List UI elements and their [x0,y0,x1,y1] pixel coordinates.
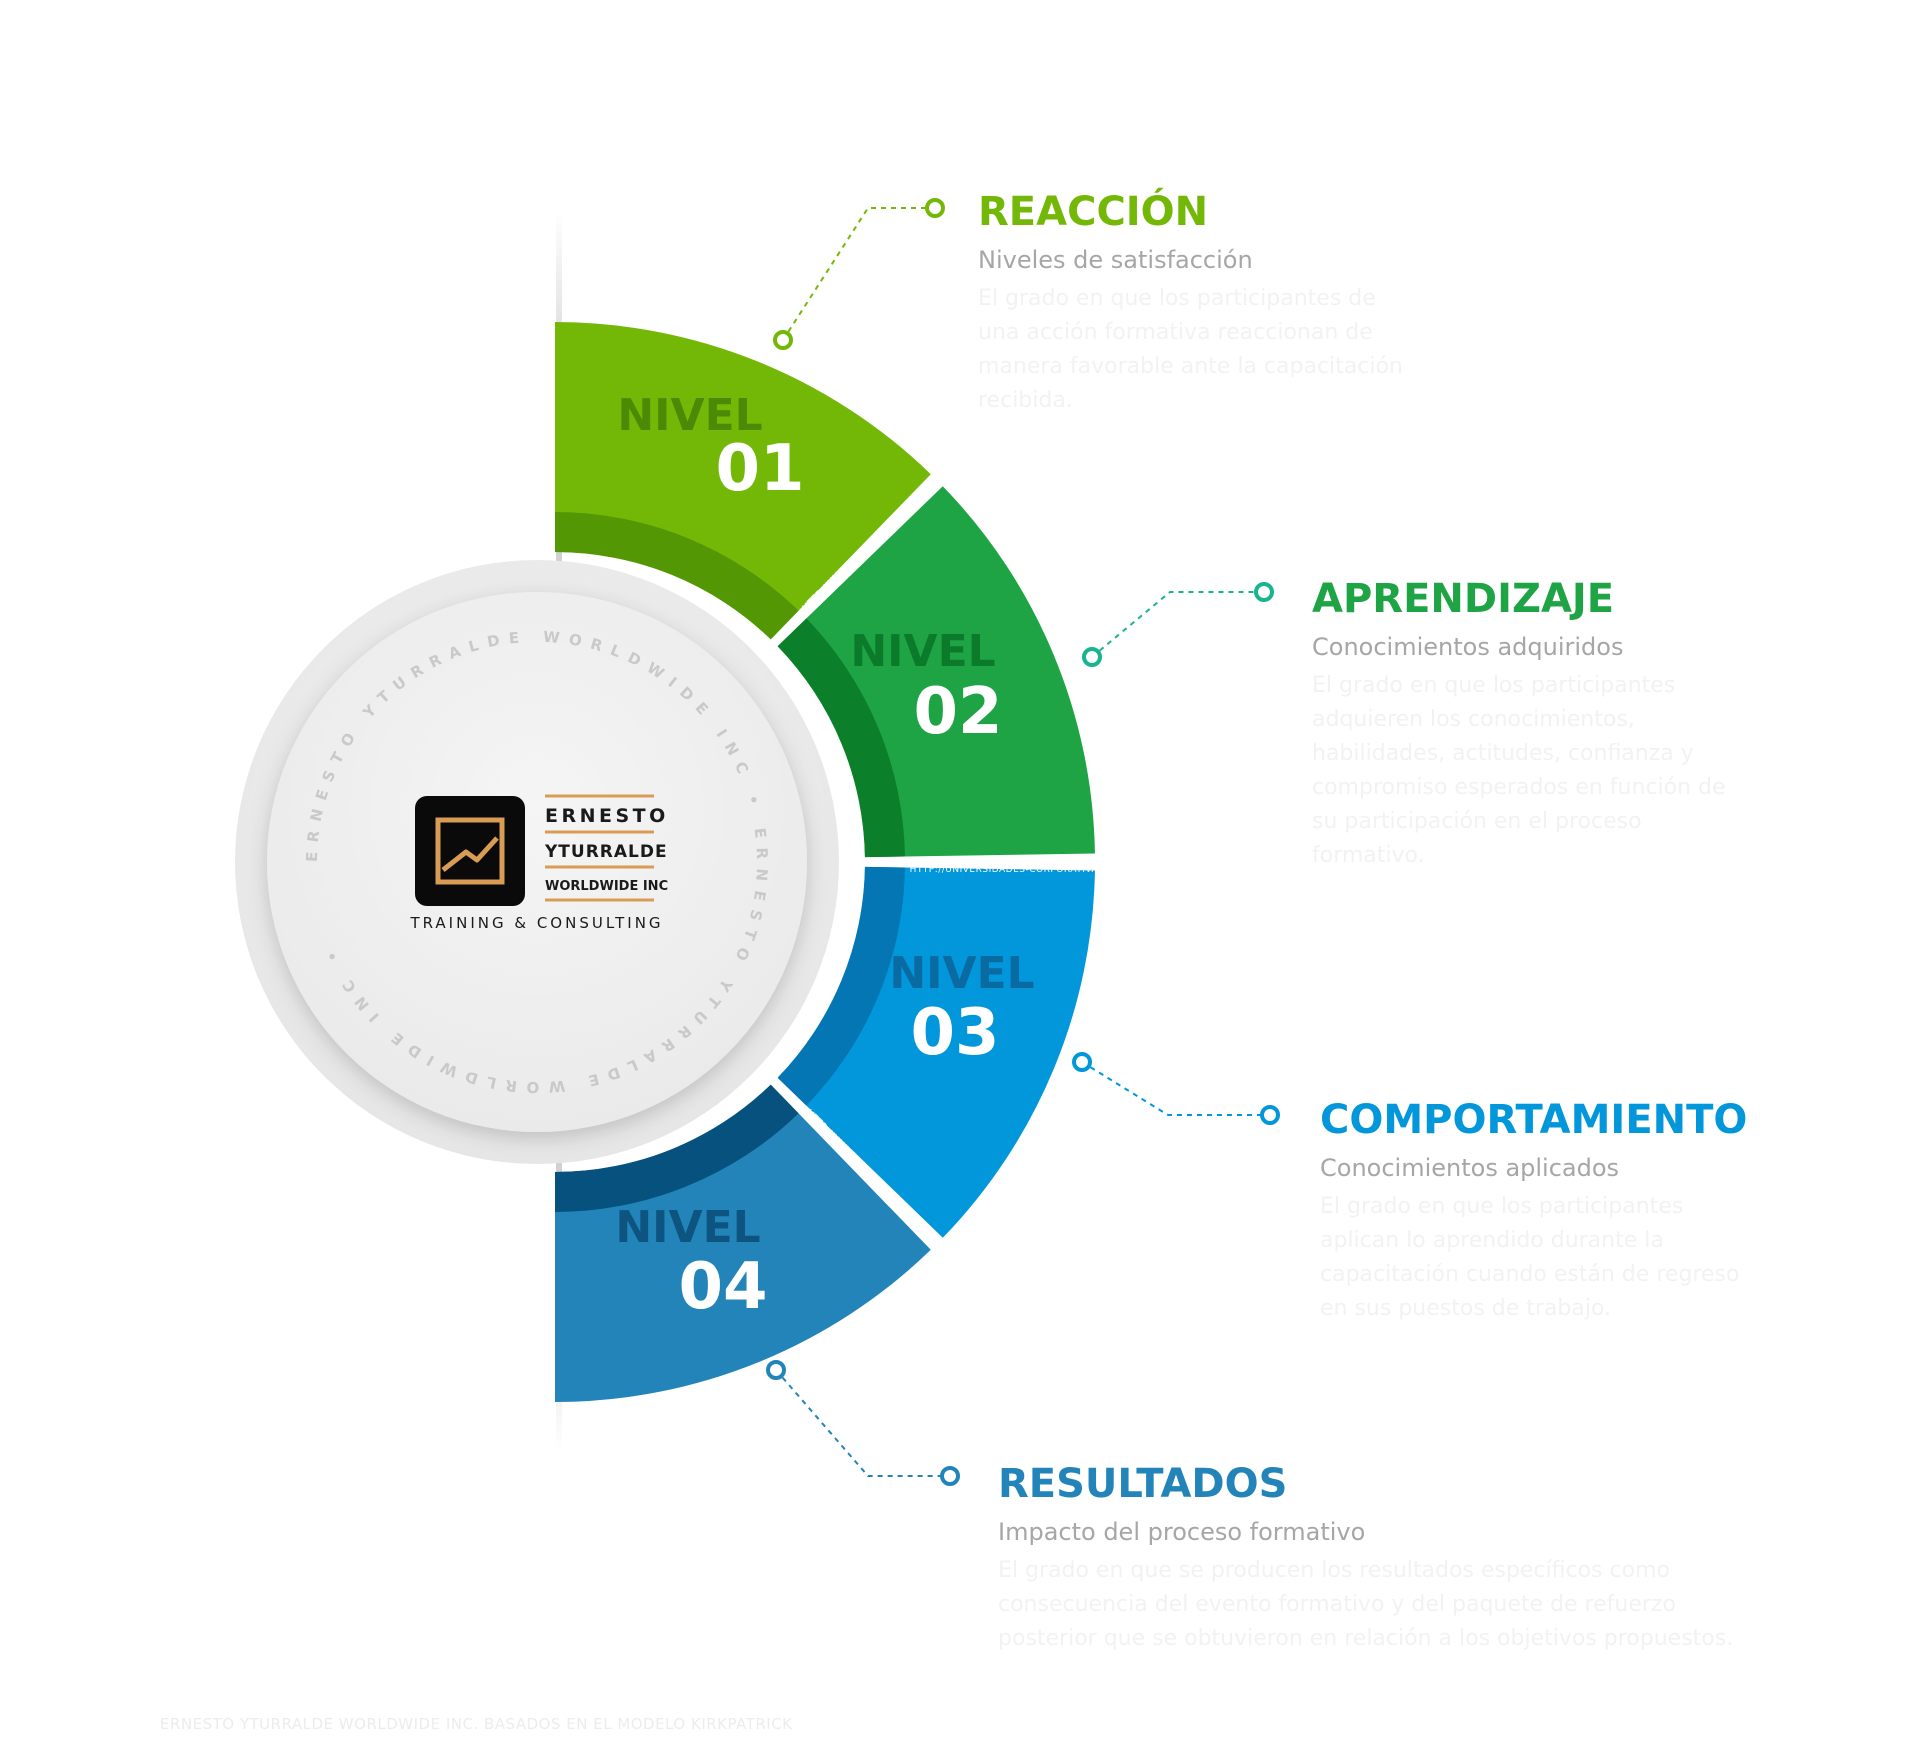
connector-dot [940,1466,960,1486]
nivel-number: 01 [715,432,804,506]
connectors [766,198,1280,1486]
level-subtitle: Conocimientos aplicados [1320,1154,1620,1182]
logo-frame [435,817,505,885]
connector-4 [766,1360,960,1486]
nivel-label: NIVEL [889,948,1034,999]
connector-dot [1254,582,1274,602]
connector-dot [766,1360,786,1380]
level-subtitle: Conocimientos adquiridos [1312,633,1624,661]
connector-3 [1072,1052,1280,1125]
level-title: RESULTADOS [998,1461,1288,1507]
info-comportamiento: COMPORTAMIENTO Conocimientos aplicados E… [1320,1096,1748,1326]
connector-dot [1072,1052,1092,1072]
info-resultados: RESULTADOS Impacto del proceso formativo… [998,1460,1758,1656]
level-title: REACCIÓN [978,189,1209,235]
level-subtitle: Niveles de satisfacción [978,246,1253,274]
connector-line [782,207,935,341]
connector-2 [1082,582,1274,667]
nivel-label: NIVEL [617,390,762,441]
segment-url-text: HTTP://UNIVERSIDADES-CORPORATIVAS.COM [910,865,1131,875]
nivel-label: NIVEL [850,626,995,677]
connector-dot [773,330,793,350]
logo-line-2: YTURRALDE [544,842,668,862]
connector-1 [773,198,945,350]
level-segments: NIVEL01NIVEL02NIVEL03NIVEL04HTTP://UNIVE… [555,322,1130,1402]
connector-dot [1082,647,1102,667]
connector-line [1081,1061,1270,1116]
level-description: El grado en que los participantes aplica… [1320,1194,1740,1321]
nivel-label: NIVEL [615,1202,760,1253]
logo-line-1: ERNESTO [545,805,669,827]
segment-inner-band [777,618,905,858]
level-title: APRENDIZAJE [1312,576,1615,622]
center-plate: ERNESTO YTURRALDE WORLDWIDE INC • ERNEST… [235,560,839,1164]
level-description: El grado en que los participantes de una… [978,286,1403,413]
level-subtitle: Impacto del proceso formativo [998,1518,1366,1546]
info-reaccion: REACCIÓN Niveles de satisfacción El grad… [978,188,1418,418]
logo-tagline: TRAINING & CONSULTING [409,914,663,932]
inner-plate [267,592,807,1132]
connector-line [775,1369,950,1477]
level-description: El grado en que los participantes adquie… [1312,673,1726,868]
footer-credit: ERNESTO YTURRALDE WORLDWIDE INC. BASADOS… [160,1715,793,1733]
nivel-number: 03 [910,996,999,1070]
segment-inner-band [555,512,799,640]
logo-box [415,796,525,906]
level-title: COMPORTAMIENTO [1320,1097,1748,1143]
connector-dot [1260,1105,1280,1125]
company-logo: ERNESTO YTURRALDE WORLDWIDE INC TRAINING… [409,794,669,932]
level-description: El grado en que se producen los resultad… [998,1558,1734,1651]
segment-inner-band [777,866,905,1106]
segment-inner-band [555,1084,799,1212]
logo-line-3: WORLDWIDE INC [545,879,668,894]
nivel-number: 04 [678,1250,767,1324]
connector-line [1091,591,1264,658]
nivel-number: 02 [913,675,1002,749]
chart-line-icon [441,836,499,872]
connector-dot [925,198,945,218]
info-aprendizaje: APRENDIZAJE Conocimientos adquiridos El … [1312,575,1732,873]
